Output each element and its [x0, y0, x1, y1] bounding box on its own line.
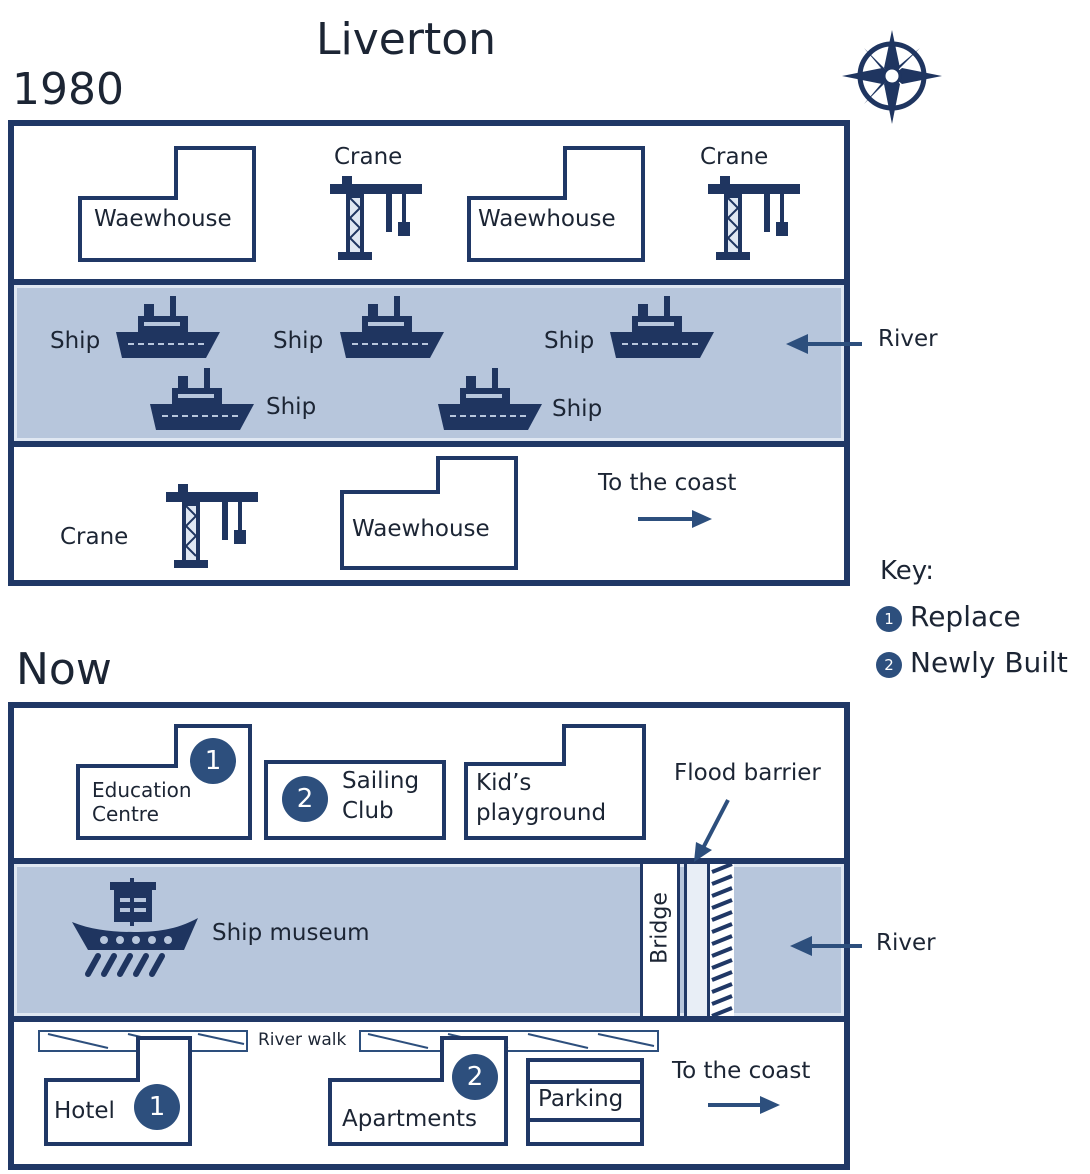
crane-icon	[706, 176, 802, 260]
parking-building	[526, 1058, 644, 1146]
divider	[8, 441, 850, 447]
ship-icon	[610, 296, 714, 360]
education-centre-label: Education	[92, 778, 192, 802]
flood-barrier-label: Flood barrier	[674, 760, 821, 786]
ship-label: Ship	[273, 328, 324, 354]
crane-icon	[328, 176, 424, 260]
parking-label: Parking	[538, 1086, 624, 1112]
bridge	[640, 864, 680, 1016]
newly-built-badge: 2	[452, 1054, 498, 1100]
crane-label: Crane	[334, 144, 403, 170]
arrow-icon	[638, 508, 712, 530]
period-now-label: Now	[16, 644, 112, 695]
divider	[8, 858, 850, 864]
education-centre-label: Centre	[92, 802, 159, 826]
ship-label: Ship	[50, 328, 101, 354]
sailing-club-label: Sailing	[342, 768, 420, 794]
bridge-label: Bridge	[647, 892, 673, 964]
apartments-label: Apartments	[342, 1106, 478, 1132]
divider	[8, 1016, 850, 1022]
flood-barrier-hatch	[710, 862, 734, 1018]
warehouse-building	[467, 146, 645, 262]
flood-barrier	[684, 864, 710, 1016]
ship-label: Ship	[266, 394, 317, 420]
river-label: River	[876, 930, 936, 956]
coast-label: To the coast	[672, 1058, 811, 1084]
arrow-icon	[790, 934, 864, 958]
ship-label: Ship	[544, 328, 595, 354]
kids-playground-label: Kid’s	[476, 770, 532, 796]
key-badge: 1	[876, 606, 902, 632]
coast-label: To the coast	[598, 470, 737, 496]
hotel-label: Hotel	[54, 1098, 115, 1124]
ship-museum-label: Ship museum	[212, 920, 370, 946]
warehouse-label: Waewhouse	[94, 206, 232, 232]
key-badge: 2	[876, 652, 902, 678]
crane-label: Crane	[700, 144, 769, 170]
ship-icon	[438, 368, 542, 432]
ship-label: Ship	[552, 396, 603, 422]
crane-label: Crane	[60, 524, 129, 550]
kids-playground-label: playground	[476, 800, 607, 826]
replace-badge: 1	[190, 738, 236, 784]
crane-icon	[164, 484, 260, 568]
warehouse-building	[78, 146, 256, 262]
replace-badge: 1	[134, 1084, 180, 1130]
arrow-icon	[708, 1094, 780, 1116]
key-label: Replace	[910, 600, 1021, 633]
period-1980-label: 1980	[12, 64, 124, 115]
kids-playground-building	[464, 724, 646, 840]
ship-icon	[340, 296, 444, 360]
map-title: Liverton	[316, 14, 496, 65]
river-walk-label: River walk	[258, 1030, 347, 1050]
newly-built-badge: 2	[282, 776, 328, 822]
warehouse-building	[340, 456, 518, 570]
river-label: River	[878, 326, 938, 352]
ship-icon	[150, 368, 254, 432]
museum-ship-icon	[72, 878, 202, 980]
divider	[8, 279, 850, 285]
warehouse-label: Waewhouse	[478, 206, 616, 232]
arrow-icon	[786, 332, 864, 356]
key-heading: Key:	[880, 556, 935, 586]
key-label: Newly Built	[910, 646, 1068, 679]
arrow-icon	[690, 798, 734, 864]
compass-rose-icon	[838, 24, 946, 132]
sailing-club-label: Club	[342, 798, 394, 824]
warehouse-label: Waewhouse	[352, 516, 490, 542]
ship-icon	[116, 296, 220, 360]
